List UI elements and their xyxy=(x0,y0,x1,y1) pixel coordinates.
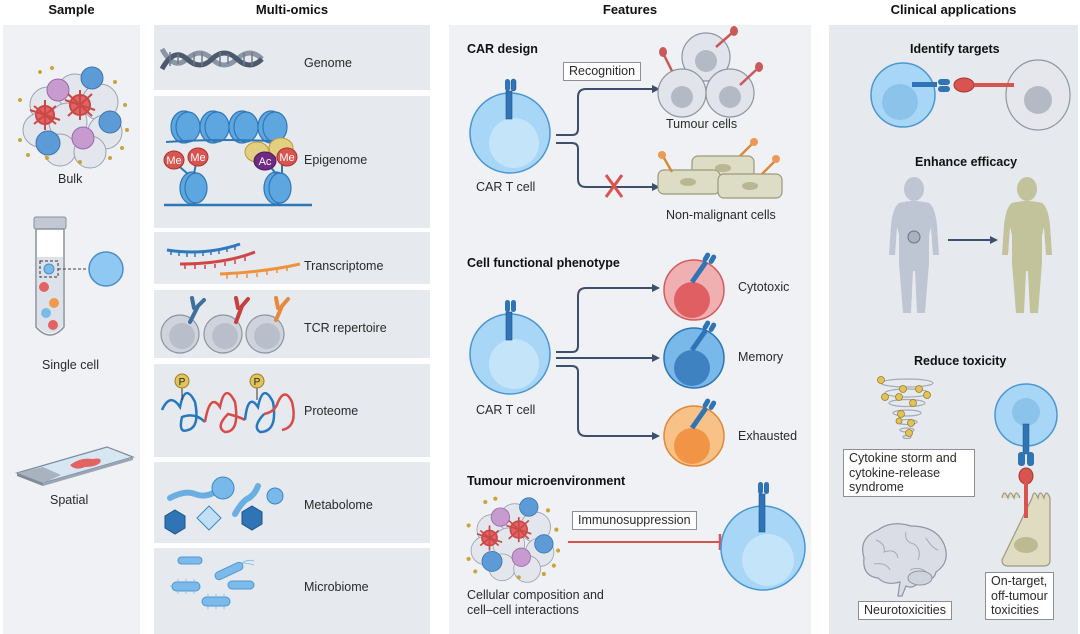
acetyl-mark: Ac xyxy=(259,156,272,168)
omics-row-proteome: Proteome xyxy=(154,364,430,457)
sample-label-bulk: Bulk xyxy=(58,172,83,186)
crs-label-line2: cytokine-release xyxy=(849,465,941,480)
identify-targets-title: Identify targets xyxy=(910,42,1000,56)
recognition-label: Recognition xyxy=(569,64,636,78)
on-target-label-line1: On-target, xyxy=(991,574,1048,588)
omics-label-genome: Genome xyxy=(304,56,352,70)
nucleosome-icon: Me Me Ac Me xyxy=(163,110,312,207)
omics-label-transcriptome: Transcriptome xyxy=(304,259,384,273)
crs-label-line1: Cytokine storm and xyxy=(849,451,957,465)
test-tube-icon xyxy=(33,216,124,336)
car-t-cell-label: CAR T cell xyxy=(476,180,536,194)
omics-label-microbiome: Microbiome xyxy=(304,580,369,594)
patient-after-icon xyxy=(1002,177,1052,313)
car-design-arrows xyxy=(556,85,660,198)
neurotoxicities-label-box: Neurotoxicities xyxy=(858,601,952,620)
cytotoxic-label: Cytotoxic xyxy=(738,280,790,294)
brain-icon xyxy=(862,523,947,597)
blocked-x-icon xyxy=(604,174,624,198)
dna-helix-icon xyxy=(159,47,264,71)
target-binding-icon xyxy=(870,59,1071,131)
column-title-features: Features xyxy=(602,2,658,17)
rna-strands-icon xyxy=(166,242,301,279)
patient-before-icon xyxy=(889,177,939,313)
t-cell-receptor-icon xyxy=(160,296,290,354)
features-car-design-title: CAR design xyxy=(467,42,538,56)
methyl-mark: Me xyxy=(279,152,294,164)
methyl-mark: Me xyxy=(190,152,205,164)
neurotoxicities-label: Neurotoxicities xyxy=(864,603,946,617)
on-target-label-box: On-target, off-tumour toxicities xyxy=(985,572,1054,620)
tissue-cluster-icon xyxy=(18,66,129,169)
car-t-cell-label-2: CAR T cell xyxy=(476,403,536,417)
immunosuppression-label-box: Immunosuppression xyxy=(572,511,697,530)
tissue-cluster-icon xyxy=(466,496,561,583)
omics-label-epigenome: Epigenome xyxy=(304,153,368,167)
cytotoxic-cell-icon xyxy=(663,252,725,321)
enhance-efficacy-title: Enhance efficacy xyxy=(915,155,1018,169)
metabolite-shapes-icon xyxy=(164,476,284,535)
phenotype-arrows xyxy=(556,284,660,440)
crs-label-box: Cytokine storm and cytokine-release synd… xyxy=(843,449,975,497)
immunosuppression-label: Immunosuppression xyxy=(578,513,691,527)
sample-label-single-cell: Single cell xyxy=(42,358,99,372)
right-arrow-icon xyxy=(948,236,998,244)
crs-label-line3: syndrome xyxy=(849,480,904,494)
memory-cell-icon xyxy=(663,320,725,389)
on-target-cell-icon xyxy=(994,383,1058,567)
reduce-toxicity-title: Reduce toxicity xyxy=(914,354,1007,368)
phospho-mark: P xyxy=(179,377,186,388)
on-target-label-line2: off-tumour xyxy=(991,588,1048,603)
features-phenotype-title: Cell functional phenotype xyxy=(467,256,620,270)
sample-label-spatial: Spatial xyxy=(50,493,89,507)
exhausted-cell-icon xyxy=(663,398,725,467)
column-title-sample: Sample xyxy=(48,2,95,17)
memory-label: Memory xyxy=(738,350,784,364)
omics-label-proteome: Proteome xyxy=(304,404,359,418)
non-malignant-cells-icon xyxy=(657,138,783,199)
tumour-cells-icon xyxy=(657,26,763,118)
phospho-mark: P xyxy=(254,377,261,388)
tme-caption-line2: cell–cell interactions xyxy=(467,603,579,617)
non-malignant-cells-label: Non-malignant cells xyxy=(666,208,776,222)
recognition-label-box: Recognition xyxy=(563,62,642,81)
bacteria-icon xyxy=(170,556,255,609)
omics-row-metabolome: Metabolome xyxy=(154,462,430,543)
protein-fold-icon: P P xyxy=(160,373,295,434)
omics-row-transcriptome: Transcriptome xyxy=(154,232,430,284)
tumour-cells-label: Tumour cells xyxy=(666,117,738,131)
microscope-slide-icon xyxy=(15,446,135,486)
exhausted-label: Exhausted xyxy=(738,429,798,443)
column-title-clinical: Clinical applications xyxy=(890,2,1017,17)
inhibition-arrow xyxy=(568,534,722,550)
omics-label-tcr: TCR repertoire xyxy=(304,321,387,335)
car-t-cell-icon xyxy=(720,482,806,591)
car-t-cell-icon xyxy=(469,78,551,174)
on-target-label-line3: toxicities xyxy=(991,603,1039,617)
cytokine-storm-icon xyxy=(877,376,934,440)
features-tme-title: Tumour microenvironment xyxy=(467,474,626,488)
omics-label-metabolome: Metabolome xyxy=(304,498,373,512)
car-t-cell-icon xyxy=(469,300,551,395)
methyl-mark: Me xyxy=(166,155,181,167)
column-title-multiomics: Multi-omics xyxy=(255,2,329,17)
tme-caption-line1: Cellular composition and xyxy=(467,588,604,602)
omics-row-genome: Genome xyxy=(154,25,430,90)
